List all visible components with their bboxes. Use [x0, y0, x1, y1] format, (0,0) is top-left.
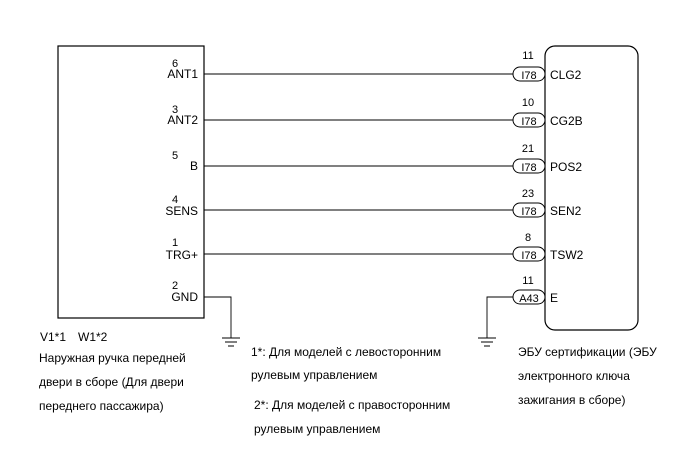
- component-code: W1*2: [78, 330, 108, 344]
- connector-pill: [512, 66, 546, 82]
- connector-label: I78: [521, 116, 536, 128]
- note-text: рулевым управлением: [254, 422, 380, 436]
- note-text: рулевым управлением: [251, 368, 377, 382]
- right-pin-number: 11: [522, 50, 533, 62]
- right-pin-number: 21: [522, 143, 534, 155]
- wire: [486, 296, 513, 338]
- right-pin-label: SEN2: [550, 204, 582, 218]
- connector-label: A43: [519, 293, 539, 305]
- connector-label: I78: [521, 162, 536, 174]
- connector-pill: [512, 289, 546, 305]
- right-pin-label: E: [550, 291, 558, 305]
- connector-pill: [512, 112, 546, 128]
- right-component-box: [544, 45, 639, 331]
- right-component-caption: ЭБУ сертификации (ЭБУ: [518, 345, 657, 359]
- left-pin-number: 6: [172, 58, 178, 70]
- connector-pill: [512, 246, 546, 262]
- wire: [204, 296, 232, 338]
- right-pin-label: POS2: [550, 160, 582, 174]
- ground-symbol-right: [478, 337, 496, 347]
- left-pin-number: 5: [172, 150, 178, 162]
- connector-pills: [512, 66, 546, 305]
- right-pin-label: CG2B: [550, 114, 583, 128]
- left-pin-number: 2: [172, 280, 178, 292]
- connector-pill: [512, 202, 546, 218]
- connector-label: I78: [521, 206, 536, 218]
- left-pin-label: B: [190, 159, 198, 173]
- left-pin-label: SENS: [165, 204, 198, 218]
- ground-symbol-left: [222, 337, 240, 347]
- connector-label: I78: [521, 250, 536, 262]
- right-pin-label: TSW2: [550, 248, 584, 262]
- right-pin-number: 10: [522, 97, 534, 109]
- left-pin-label: TRG+: [166, 248, 198, 262]
- right-pin-label: CLG2: [550, 68, 582, 82]
- connector-pill: [512, 158, 546, 174]
- left-pin-number: 4: [172, 194, 178, 206]
- left-component-caption: переднего пассажира): [39, 399, 164, 413]
- left-component-caption: двери в сборе (Для двери: [39, 375, 184, 389]
- wires: [204, 73, 513, 338]
- right-pin-number: 11: [522, 275, 533, 287]
- left-pin-label: GND: [171, 290, 198, 304]
- note-text: 2*: Для моделей с правосторонним: [254, 398, 450, 412]
- left-pin-label: ANT2: [167, 113, 198, 127]
- right-component-caption: зажигания в сборе): [518, 393, 625, 407]
- left-pin-number: 1: [172, 237, 178, 249]
- left-component-caption: Наружная ручка передней: [39, 351, 186, 365]
- left-component-box: [57, 45, 205, 319]
- right-pin-number: 8: [525, 232, 531, 244]
- note-text: 1*: Для моделей с левосторонним: [251, 345, 441, 359]
- left-pin-number: 3: [172, 104, 178, 116]
- left-pin-label: ANT1: [167, 67, 198, 81]
- component-code: V1*1: [40, 330, 66, 344]
- right-pin-number: 23: [522, 188, 534, 200]
- right-component-caption: электронного ключа: [518, 369, 630, 383]
- connector-label: I78: [521, 70, 536, 82]
